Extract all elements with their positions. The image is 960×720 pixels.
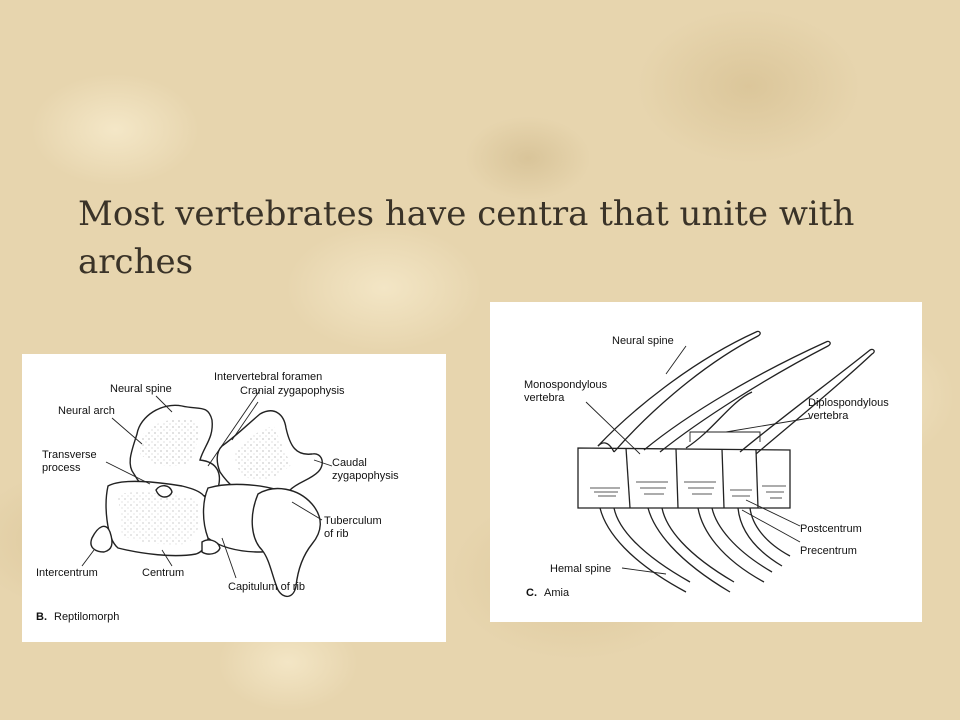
label-centrum: Centrum (142, 567, 184, 579)
neural-spine-2 (643, 340, 831, 453)
caption-letter-c: C. (526, 587, 537, 599)
label-neural-spine: Neural spine (110, 383, 172, 395)
label-cranial-zygapophysis: Cranial zygapophysis (240, 385, 345, 397)
caption-letter-b: B. (36, 611, 47, 623)
label-capitulum: Capitulum of rib (228, 581, 305, 593)
amia-diagram: Neural spine Monospondylous vertebra Dip… (490, 302, 922, 622)
label-tuberculum-line2: of rib (324, 528, 348, 540)
label-diplospondylous-line2: vertebra (808, 410, 849, 422)
label-transverse-process-line2: process (42, 462, 81, 474)
intercentrum-shape (90, 525, 113, 553)
caption-amia: Amia (544, 587, 570, 599)
label-diplospondylous-line1: Diplospondylous (808, 397, 889, 409)
hemal-spine-1 (599, 507, 687, 593)
label-transverse-process-line1: Transverse (42, 449, 97, 461)
rib-shape (251, 487, 321, 597)
hemal-spine-4 (737, 507, 783, 567)
label-tuberculum-line1: Tuberculum (324, 515, 382, 527)
label-caudal-zygapophysis-line2: zygapophysis (332, 470, 399, 482)
label-hemal-spine: Hemal spine (550, 563, 611, 575)
label-postcentrum: Postcentrum (800, 523, 862, 535)
neural-spine-4 (739, 348, 875, 455)
label-neural-arch: Neural arch (58, 405, 115, 417)
reptilomorph-diagram: Neural spine Intervertebral foramen Cran… (22, 354, 446, 642)
amia-illustration: Neural spine Monospondylous vertebra Dip… (524, 330, 889, 599)
label-intervertebral-foramen: Intervertebral foramen (214, 371, 322, 383)
label-monospondylous-line2: vertebra (524, 392, 565, 404)
hemal-spine-2 (647, 507, 731, 593)
slide-title: Most vertebrates have centra that unite … (78, 194, 855, 282)
reptilomorph-illustration: Neural spine Intervertebral foramen Cran… (36, 371, 399, 623)
label-caudal-zygapophysis-line1: Caudal (332, 457, 367, 469)
label-precentrum: Precentrum (800, 545, 857, 557)
label-intercentrum: Intercentrum (36, 567, 98, 579)
label-neural-spine-amia: Neural spine (612, 335, 674, 347)
caption-reptilomorph: Reptilomorph (54, 611, 119, 623)
neural-spine-1 (597, 330, 761, 453)
neural-spine-3 (685, 391, 753, 449)
hemal-spine-3 (697, 507, 765, 583)
label-monospondylous-line1: Monospondylous (524, 379, 608, 391)
